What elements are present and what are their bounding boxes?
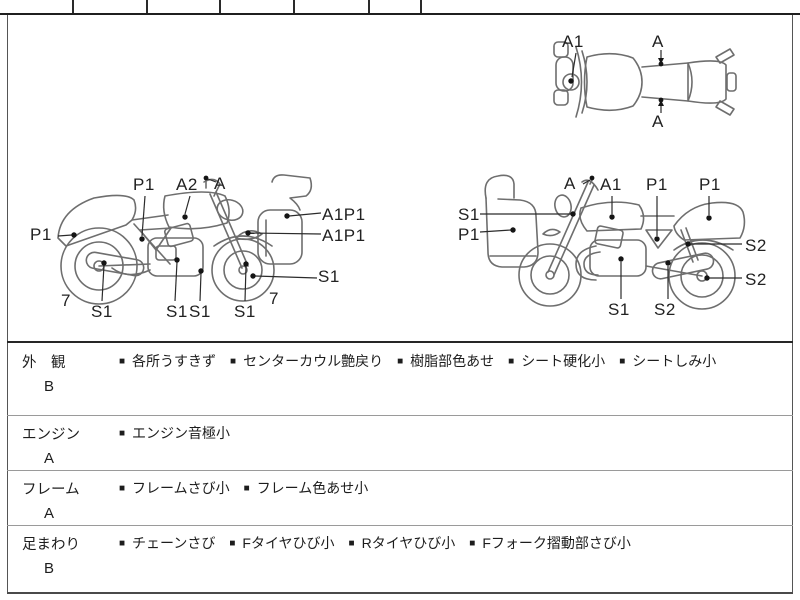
header-cell-divider bbox=[293, 0, 295, 13]
square-bullet-icon: ■ bbox=[619, 356, 626, 367]
marker-label: A bbox=[652, 112, 664, 131]
marker-label: S1 bbox=[189, 302, 211, 321]
condition-item: ■Fタイヤひび小 bbox=[229, 535, 335, 551]
category-label: フレーム bbox=[22, 482, 80, 498]
marker-label: P1 bbox=[458, 225, 480, 244]
marker-label: A bbox=[652, 32, 664, 51]
marker-label: 7 bbox=[61, 291, 71, 310]
marker-label: P1 bbox=[646, 175, 668, 194]
square-bullet-icon: ■ bbox=[348, 538, 355, 549]
table-row-engine: エンジン A ■エンジン音極小 bbox=[8, 416, 792, 469]
category-label: 外 観 bbox=[22, 355, 66, 371]
marker-label: S2 bbox=[654, 300, 676, 319]
marker-label: S1 bbox=[608, 300, 630, 319]
square-bullet-icon: ■ bbox=[229, 538, 236, 549]
square-bullet-icon: ■ bbox=[469, 538, 476, 549]
marker-label: S1 bbox=[458, 205, 480, 224]
marker-label: A2 bbox=[176, 175, 198, 194]
condition-item: ■各所うすきず bbox=[119, 353, 217, 369]
condition-item: ■Rタイヤひび小 bbox=[348, 535, 456, 551]
marker-label: A1P1 bbox=[322, 205, 366, 224]
condition-item: ■樹脂部色あせ bbox=[397, 353, 495, 369]
condition-item: ■Fフォーク摺動部さび小 bbox=[469, 535, 631, 551]
frame-border-left bbox=[7, 15, 8, 593]
row-divider bbox=[7, 415, 793, 416]
condition-items: ■チェーンさび ■Fタイヤひび小 ■Rタイヤひび小 ■Fフォーク摺動部さび小 bbox=[119, 526, 792, 553]
marker-label: A1 bbox=[600, 175, 622, 194]
header-cell-divider bbox=[368, 0, 370, 13]
condition-items: ■フレームさび小 ■フレーム色あせ小 bbox=[119, 471, 792, 498]
motorcycle-left-side-drawing bbox=[57, 174, 322, 305]
condition-item: ■センターカウル艶戻り bbox=[230, 353, 384, 369]
square-bullet-icon: ■ bbox=[119, 483, 126, 494]
marker-label: P1 bbox=[699, 175, 721, 194]
marker-label: A1 bbox=[562, 32, 584, 51]
condition-item: ■エンジン音極小 bbox=[119, 425, 231, 441]
square-bullet-icon: ■ bbox=[243, 483, 250, 494]
square-bullet-icon: ■ bbox=[397, 356, 404, 367]
motorcycle-right-side-drawing bbox=[479, 174, 746, 310]
category-cell: 外 観 B bbox=[8, 344, 119, 395]
table-top-border bbox=[7, 341, 793, 343]
marker-label: S1 bbox=[91, 302, 113, 321]
square-bullet-icon: ■ bbox=[230, 356, 237, 367]
row-divider bbox=[7, 470, 793, 471]
condition-item: ■シート硬化小 bbox=[508, 353, 606, 369]
marker-label: S2 bbox=[745, 236, 767, 255]
condition-item: ■フレームさび小 bbox=[119, 480, 230, 496]
square-bullet-icon: ■ bbox=[119, 356, 126, 367]
condition-items: ■エンジン音極小 bbox=[119, 416, 792, 443]
header-cell-divider bbox=[219, 0, 221, 13]
row-divider bbox=[7, 525, 793, 526]
marker-label: A bbox=[214, 174, 226, 193]
marker-label: S1 bbox=[318, 267, 340, 286]
category-label: エンジン bbox=[22, 427, 80, 443]
marker-label: 7 bbox=[269, 289, 279, 308]
marker-label: A1P1 bbox=[322, 226, 366, 245]
header-cell-divider bbox=[72, 0, 74, 13]
marker-label: A bbox=[564, 174, 576, 193]
condition-item: ■フレーム色あせ小 bbox=[243, 480, 369, 496]
table-row-exterior: 外 観 B ■各所うすきず ■センターカウル艶戻り ■樹脂部色あせ ■シート硬化… bbox=[8, 344, 792, 414]
motorcycle-top-view-drawing bbox=[553, 41, 737, 118]
category-cell: 足まわり B bbox=[8, 526, 119, 577]
category-cell: フレーム A bbox=[8, 471, 119, 522]
condition-items: ■各所うすきず ■センターカウル艶戻り ■樹脂部色あせ ■シート硬化小 ■シート… bbox=[119, 344, 792, 371]
category-label: 足まわり bbox=[22, 537, 80, 553]
table-row-frame: フレーム A ■フレームさび小 ■フレーム色あせ小 bbox=[8, 471, 792, 524]
condition-item: ■シートしみ小 bbox=[619, 353, 717, 369]
category-cell: エンジン A bbox=[8, 416, 119, 467]
grade-value: A bbox=[44, 505, 55, 522]
header-cell-divider bbox=[146, 0, 148, 13]
square-bullet-icon: ■ bbox=[119, 428, 126, 439]
marker-label: P1 bbox=[133, 175, 155, 194]
marker-label: S2 bbox=[745, 270, 767, 289]
table-row-undercarriage: 足まわり B ■チェーンさび ■Fタイヤひび小 ■Rタイヤひび小 ■Fフォーク摺… bbox=[8, 526, 792, 590]
grade-value: B bbox=[44, 560, 55, 577]
table-bottom-border bbox=[7, 592, 793, 594]
square-bullet-icon: ■ bbox=[508, 356, 515, 367]
marker-label: P1 bbox=[30, 225, 52, 244]
condition-item: ■チェーンさび bbox=[119, 535, 216, 551]
marker-label: S1 bbox=[234, 302, 256, 321]
grade-value: A bbox=[44, 450, 55, 467]
square-bullet-icon: ■ bbox=[119, 538, 126, 549]
frame-border-right bbox=[792, 15, 793, 593]
marker-label: S1 bbox=[166, 302, 188, 321]
header-cell-divider bbox=[420, 0, 422, 13]
grade-value: B bbox=[44, 378, 55, 395]
cutoff-header-row bbox=[0, 0, 800, 15]
